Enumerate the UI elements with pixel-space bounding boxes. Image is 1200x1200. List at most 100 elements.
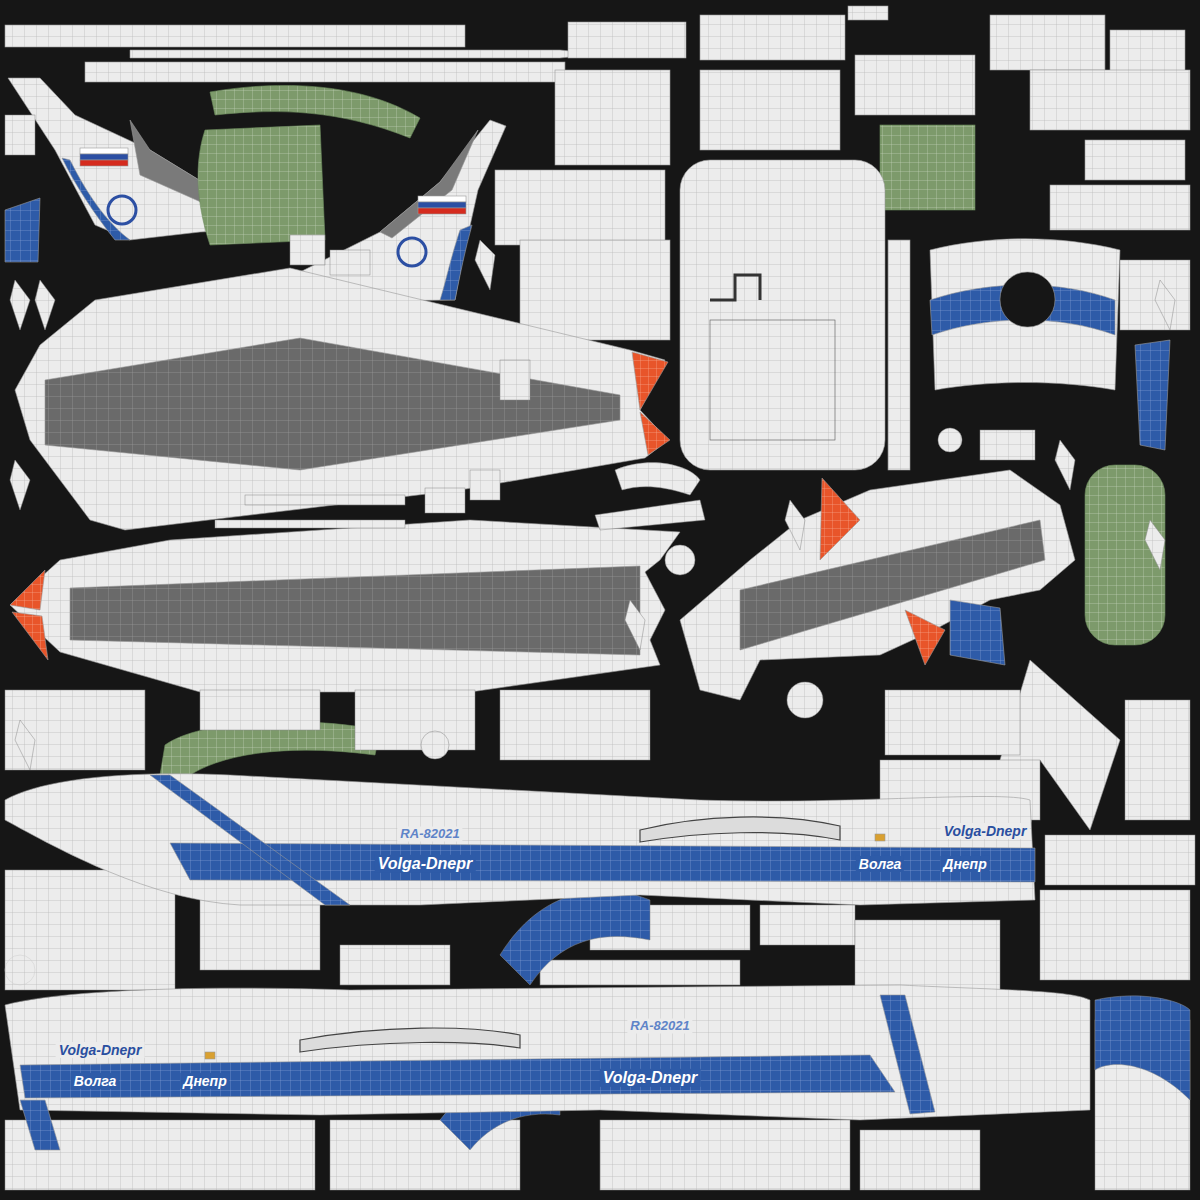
livery-text: RA-82021 [397,827,462,842]
nose-section [888,240,910,470]
label-anchor: RA-82021 [627,1019,692,1034]
green-panel [880,125,975,210]
small-parts [785,500,805,550]
small-parts [1055,440,1075,490]
livery-text: Volga-Dnepr [56,1042,145,1058]
wing-panel [640,412,670,455]
tail-fin [80,148,128,154]
small-parts [5,870,175,990]
small-parts [625,600,645,650]
label-anchor: Днепр [180,1073,229,1089]
wing-panel [45,338,620,470]
green-panel [1085,465,1165,645]
small-parts [5,115,35,155]
small-parts [425,488,465,513]
nose-section [950,600,1005,665]
wing-panel [70,566,640,655]
small-parts [500,690,650,760]
small-parts [330,1120,520,1190]
small-parts [540,960,740,985]
strip-pieces [700,70,840,150]
small-parts [1125,700,1190,820]
nose-section [680,160,885,470]
tail-fin [80,154,128,160]
fuselage-panel [300,1028,520,1052]
small-parts [5,690,145,770]
small-parts [340,945,450,985]
small-parts [938,428,962,452]
small-parts [470,470,500,500]
fuselage-panel [640,817,840,842]
green-panel [198,125,325,245]
label-anchor: Volga-Dnepr [56,1042,145,1058]
small-parts [787,682,823,718]
label-anchor: Волга [71,1073,119,1089]
small-parts [1045,835,1195,885]
small-parts [665,545,695,575]
fuselage-panel [20,1100,60,1150]
livery-text: Волга [856,856,904,872]
tail-fin [380,130,478,238]
small-parts [980,430,1035,460]
small-parts [215,520,405,528]
strip-pieces [700,15,845,60]
tail-fin [108,196,136,224]
fuselage-panel [880,995,935,1114]
small-parts [500,891,650,985]
nose-section [710,320,835,440]
small-parts [5,955,35,985]
wing-panel [680,470,1075,700]
small-parts [1155,280,1175,330]
small-parts [1120,260,1190,330]
wing-panel [12,612,48,660]
small-parts [1095,996,1190,1100]
fuselage-panel [5,774,1035,905]
strip-pieces [848,6,888,20]
small-parts [35,280,55,330]
tail-fin [418,208,466,214]
strip-pieces [520,240,670,340]
label-anchor: Volga-Dnepr [941,823,1030,839]
tail-fin [418,196,466,202]
tail-fin [5,78,506,302]
wing-panel [10,520,680,692]
tail-fin [418,202,466,208]
strip-pieces [855,55,975,115]
fuselage-panel [5,985,1090,1120]
small-parts [200,690,320,730]
small-parts [500,360,530,400]
strip-pieces [495,170,665,245]
wing-panel [10,268,1075,700]
label-anchor: RA-82021 [397,827,462,842]
wing-panel [905,610,945,665]
small-parts [10,280,30,330]
nose-section [680,160,1170,830]
small-parts [855,920,1000,990]
strip-pieces [990,15,1105,70]
small-parts [760,905,855,945]
label-anchor: Volga-Dnepr [600,1069,701,1087]
small-parts [1145,520,1165,570]
strip-pieces [568,22,686,58]
small-parts [1040,890,1190,980]
strip-pieces [130,50,600,58]
livery-text: Волга [71,1073,119,1089]
wing-panel [10,570,45,610]
tail-fin [80,160,128,166]
livery-text: RA-82021 [627,1019,692,1034]
label-anchor: Днепр [940,856,989,872]
small-parts [330,250,370,275]
small-parts [245,495,405,505]
label-anchor: Волга [856,856,904,872]
livery-text: Volga-Dnepr [375,855,476,873]
nose-section [930,239,1120,390]
fuselage-panel [20,1055,895,1098]
small-parts [615,463,700,495]
label-anchor: Volga-Dnepr [375,855,476,873]
tail-fin [62,158,130,240]
wing-panel [15,268,668,530]
small-parts [15,720,35,770]
